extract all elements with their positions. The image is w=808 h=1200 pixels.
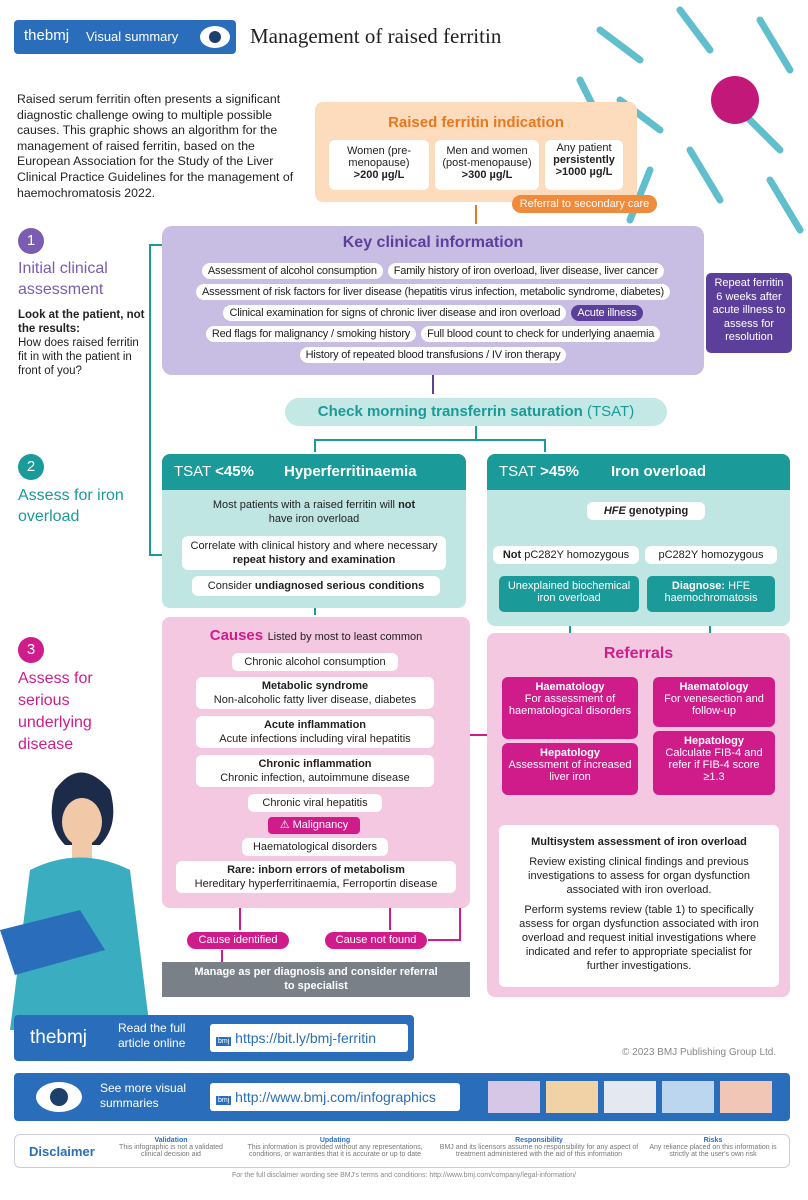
hyperferritinaemia-box: TSAT <45% Hyperferritinaemia Most patien… [162,454,466,608]
bmj-logo: thebmj [24,27,70,44]
repeat-ferritin-note: Repeat ferritin 6 weeks after acute illn… [706,273,792,353]
ferritin-core-icon [711,76,759,124]
multisystem-assessment-box: Multisystem assessment of iron overload … [499,825,779,987]
step-1-title: Initial clinical assessment [18,260,108,298]
key-info-title: Key clinical information [342,234,524,251]
cause-identified-badge: Cause identified [187,932,289,949]
not-homozygous: Not pC282Y homozygous [493,546,639,564]
hyperferritinaemia-title: Hyperferritinaemia [284,463,417,480]
thumbnail[interactable] [488,1081,540,1113]
referrals-title: Referrals [603,645,674,662]
key-clinical-info-box: Key clinical information Assessment of a… [162,226,704,375]
homozygous: pC282Y homozygous [645,546,777,564]
key-info-item: Family history of iron overload, liver d… [387,263,665,279]
step-3-title: Assess for serious underlying disease [18,670,93,753]
key-info-item: History of repeated blood transfusions /… [299,347,567,363]
more-summaries-bar: See more visual summaries bmj http://www… [14,1073,790,1121]
bmj-visual-summary-badge: thebmj Visual summary [14,20,236,54]
key-info-item: Full blood count to check for underlying… [421,326,661,342]
referral-secondary-care-badge: Referral to secondary care [512,195,657,213]
step-2-badge: 2 [18,454,44,480]
key-info-item: Assessment of alcohol consumption [201,263,383,279]
indication-title: Raised ferritin indication [388,114,564,131]
key-info-item: Assessment of risk factors for liver dis… [196,284,670,300]
step-1-bold: Look at the patient, not the results: [18,309,145,335]
causes-box: Causes Listed by most to least common Ch… [162,617,470,908]
read-full-article-label: Read the full article online [118,1021,186,1050]
check-tsat-step: Check morning transferrin saturation (TS… [285,398,667,426]
thumbnail[interactable] [546,1081,598,1113]
page-title: Management of raised ferritin [250,24,502,48]
malignancy-badge: ⚠ Malignancy [268,817,360,834]
see-more-label: See more visual summaries [100,1081,187,1110]
hyper-text-3: Consider undiagnosed serious conditions [192,576,440,596]
eye-icon [200,26,230,48]
warning-icon: ⚠ [279,819,290,831]
iron-overload-box: TSAT >45% Iron overload HFE genotyping N… [487,454,790,626]
thumbnail[interactable] [662,1081,714,1113]
iron-overload-title: Iron overload [611,463,707,480]
cause-not-found-badge: Cause not found [325,932,427,949]
eye-icon [36,1082,82,1112]
causes-header: Causes Listed by most to least common [209,627,423,644]
acute-illness-badge: Acute illness [571,305,643,321]
hfe-genotyping: HFE genotyping [587,502,705,520]
indication-men-women: Men and women (post-menopause)>300 µg/L [435,140,539,190]
key-info-item: Red flags for malignancy / smoking histo… [205,326,417,342]
article-link[interactable]: bmj https://bit.ly/bmj-ferritin [210,1024,408,1052]
disclaimer-label: Disclaimer [29,1144,95,1159]
thumbnail[interactable] [604,1081,656,1113]
step-2-title: Assess for iron overload [18,487,124,525]
tsat-low-label: TSAT <45% [174,463,254,480]
unexplained-iron-overload: Unexplained biochemical iron overload [499,576,639,612]
hyper-text-1: Most patients with a raised ferritin wil… [212,499,416,525]
key-info-item: Clinical examination for signs of chroni… [223,305,567,321]
intro-text: Raised serum ferritin often presents a s… [17,92,294,200]
cause-item: Haematological disorders [242,838,388,856]
cause-item: Chronic alcohol consumption [232,653,398,671]
cause-item: Chronic viral hepatitis [248,794,382,812]
clinician-illustration [0,772,150,1030]
raised-ferritin-indication-box: Raised ferritin indication Women (pre-me… [315,102,637,202]
bmj-logo: thebmj [30,1027,88,1048]
tsat-high-label: TSAT >45% [499,463,579,480]
copyright: © 2023 BMJ Publishing Group Ltd. [622,1047,777,1058]
read-article-bar: thebmj Read the full article online bmj … [14,1015,414,1061]
hyper-text-2: Correlate with clinical history and wher… [182,536,446,570]
step-3-badge: 3 [18,637,44,663]
indication-women: Women (pre-menopause)>200 µg/L [329,140,429,190]
diagnose-hfe: Diagnose: HFE haemochromatosis [647,576,775,612]
step-1-text: How does raised ferritin fit in with the… [18,337,139,377]
full-disclaimer-link[interactable]: For the full disclaimer wording see BMJ'… [231,1172,577,1179]
thumbnail[interactable] [720,1081,772,1113]
manage-diagnosis-box: Manage as per diagnosis and consider ref… [162,962,470,997]
step-1-badge: 1 [18,228,44,254]
visual-summary-label: Visual summary [86,29,179,44]
infographics-link[interactable]: bmj http://www.bmj.com/infographics [210,1083,460,1111]
